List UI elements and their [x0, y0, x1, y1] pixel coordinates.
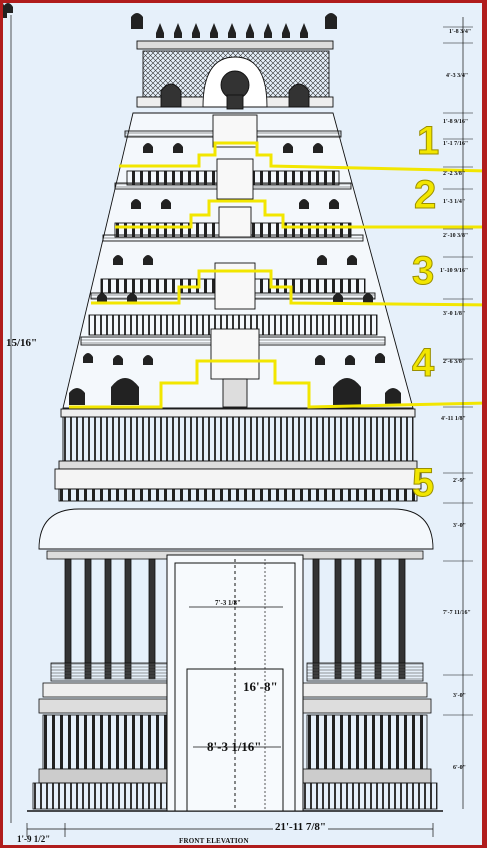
- dim-label: 1'-8 9/16": [443, 119, 469, 125]
- lower-base: [38, 408, 434, 550]
- tier-number-3: 3: [411, 249, 435, 293]
- overall-width-label: 21'-11 7/8": [273, 821, 329, 833]
- doorway: [166, 554, 304, 812]
- dim-label: 4'-11 1/8": [441, 416, 466, 422]
- dim-label: 1'-10 9/16": [440, 268, 469, 274]
- tier-number-2: 2: [413, 173, 437, 217]
- dim-label: 1'-1 7/16": [443, 141, 469, 147]
- dim-label: 7'-7 11/16": [443, 610, 471, 616]
- inner-height-label: 16'-8": [243, 679, 278, 694]
- crowning-vault: [136, 40, 334, 110]
- temple-elevation-drawing: [3, 3, 482, 837]
- dim-label: 6'-0": [453, 765, 466, 771]
- dim-label: 4'-3 3/4": [446, 73, 469, 79]
- dimension-lines: [10, 15, 473, 837]
- tier-highlight-lines: [69, 141, 482, 409]
- dim-label: 2'-6 3/8": [443, 359, 466, 365]
- tier-number-5: 5: [411, 461, 435, 505]
- drawing-caption: FRONT ELEVATION: [179, 837, 249, 845]
- dim-label: 3'-0 1/8": [443, 311, 466, 317]
- inner-width-label: 8'-3 1/16": [207, 739, 262, 754]
- door-width-label: 7'-3 1/8": [215, 599, 241, 607]
- dim-label: 3'-0": [453, 523, 466, 529]
- tier-number-4: 4: [411, 341, 435, 385]
- kalasha-finials: [3, 3, 337, 38]
- dim-label: 2'-2 3/8": [443, 171, 466, 177]
- dim-label: 2'-10 3/8": [443, 233, 469, 239]
- central-stack: [210, 114, 260, 408]
- tier-shrines: [3, 3, 401, 405]
- dim-label: 1'-3 1/4": [443, 199, 466, 205]
- dim-label: 1'-8 3/4": [449, 29, 472, 35]
- dim-label: 3'-0": [453, 693, 466, 699]
- left-height-label: 15/16": [6, 337, 38, 349]
- tier-number-1: 1: [416, 119, 440, 163]
- dim-label: 2'-9": [453, 478, 466, 484]
- left-offset-label: 1'-9 1/2": [17, 834, 51, 844]
